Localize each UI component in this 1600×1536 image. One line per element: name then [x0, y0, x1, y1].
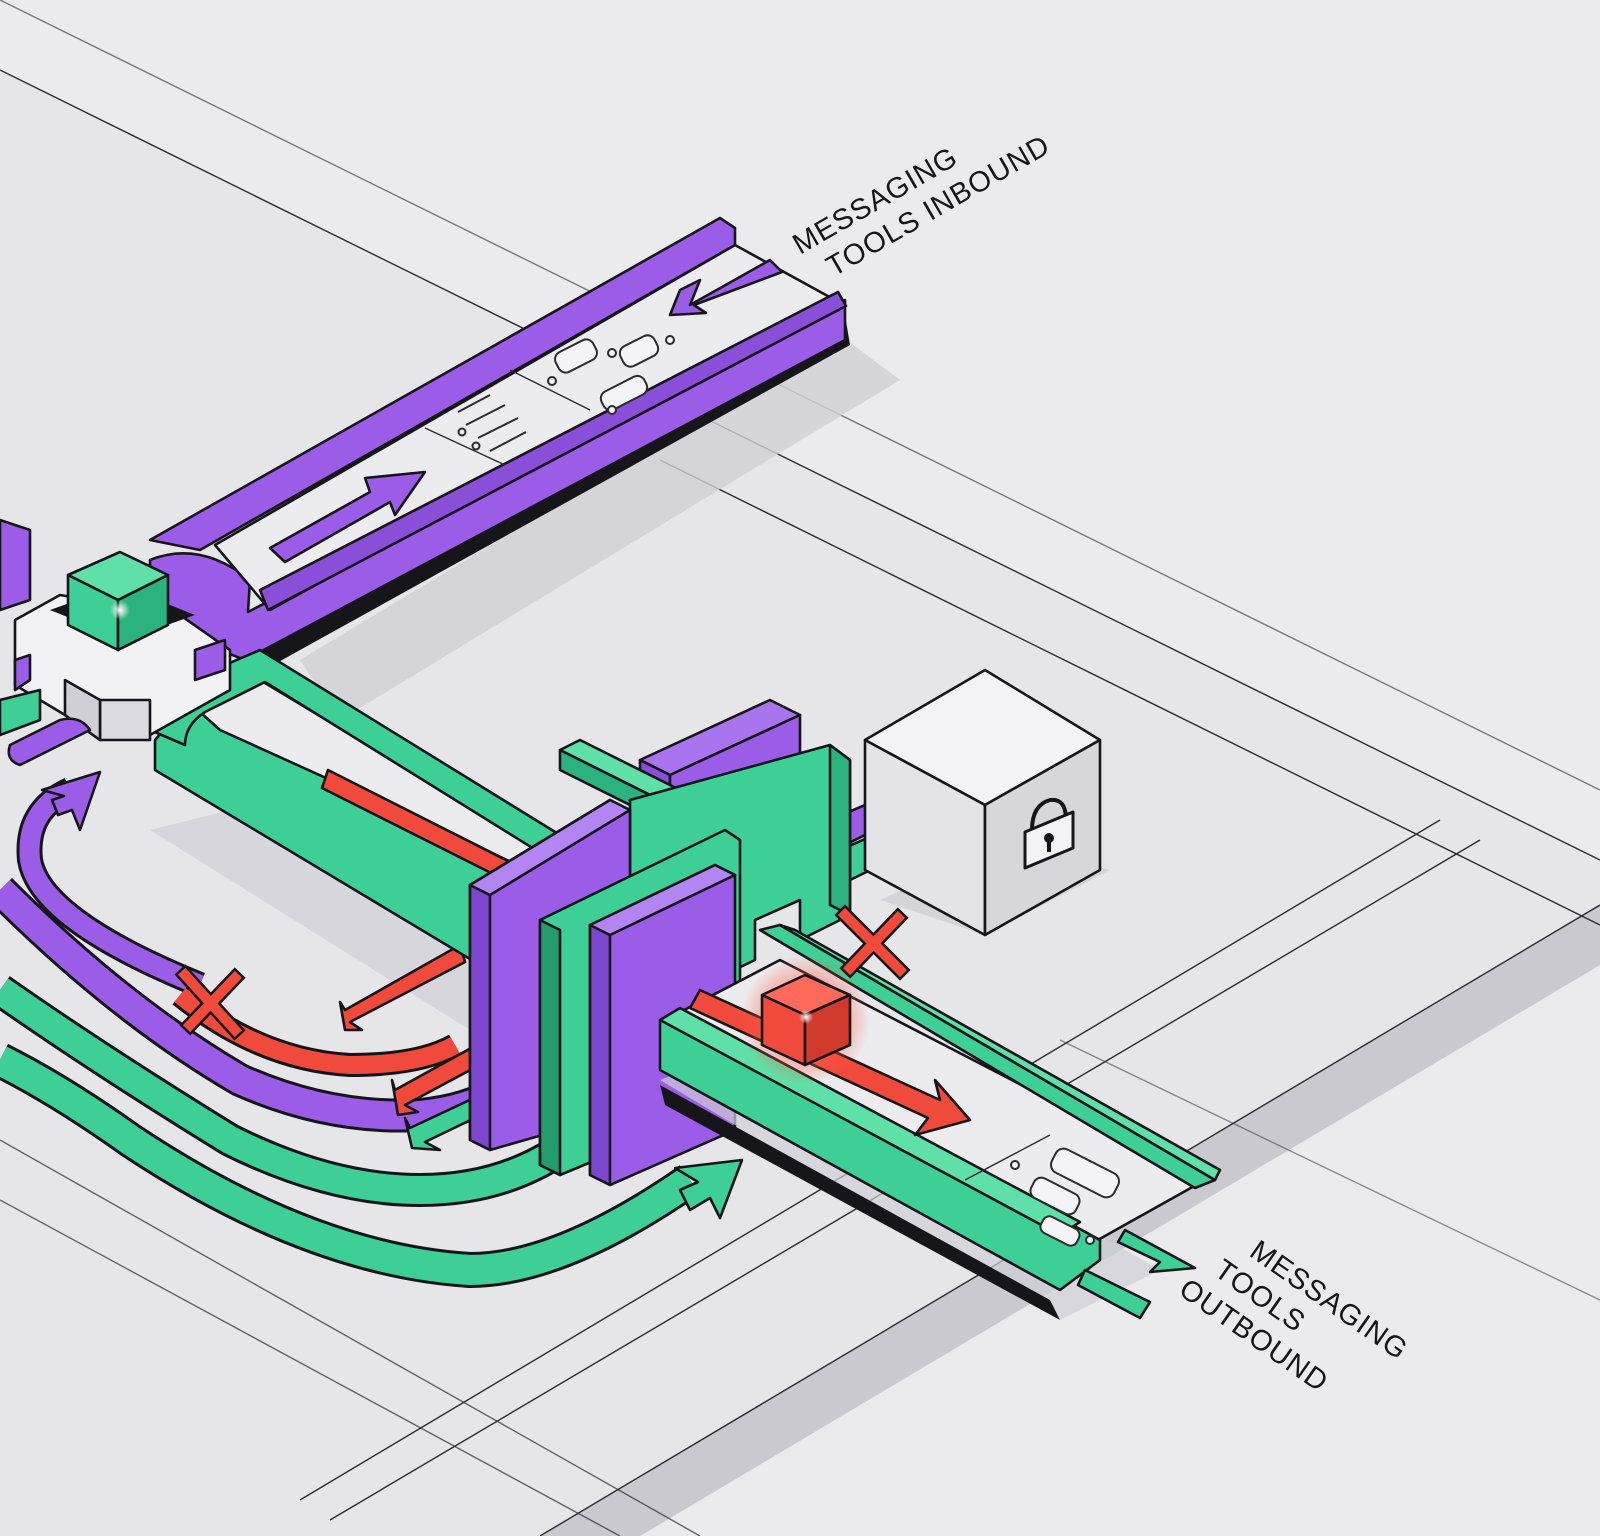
hub	[0, 518, 232, 767]
green-mid-pipe-fill	[0, 978, 568, 1205]
green-outer-pipe-fill	[0, 1046, 699, 1286]
outbound-channel-far-wall-top	[778, 923, 1222, 1182]
grid-line	[0, 1139, 701, 1536]
green-u-shadow	[150, 810, 560, 1030]
gate-green-plate-mid-edge	[538, 918, 562, 1177]
left-green-stub	[0, 688, 42, 737]
outbound-channel-base	[660, 1085, 1060, 1320]
grid-line	[0, 1199, 621, 1536]
outbound-arrow-icon	[1116, 1228, 1197, 1274]
purple-return-arrow-icon	[40, 770, 102, 832]
hub-connector-right	[193, 638, 227, 682]
gate	[468, 698, 934, 1187]
outbound-label: MESSAGING TOOLS OUTBOUND	[1173, 1235, 1413, 1399]
inbound-channel-upper-wall	[148, 216, 737, 552]
hub-left-face	[63, 678, 102, 742]
gate-purple-plate-front-edge	[588, 923, 612, 1187]
left-purple-stub	[0, 518, 32, 612]
outbound-arrow-lower-icon	[1076, 1268, 1152, 1320]
blocked-x-icon	[174, 964, 246, 1041]
inbound-arrow-icon	[268, 470, 427, 564]
blocked-x-icon	[834, 904, 911, 981]
inbound-label: MESSAGING TOOLS INBOUND	[788, 129, 1056, 283]
grid-line	[659, 459, 1600, 926]
message-bubble-icon	[547, 334, 675, 415]
message-bubble-icon	[1010, 1147, 1120, 1247]
red-cube-spark	[799, 1010, 813, 1024]
purple-return-pipe-fill	[19, 780, 204, 995]
inbound-channel-shadow	[300, 335, 900, 720]
grid-line	[0, 69, 1600, 861]
red-cube-right	[803, 993, 852, 1067]
left-purple-stub-2	[7, 717, 92, 767]
green-outer-arrow-icon	[673, 1158, 744, 1220]
grid-line	[1059, 1039, 1600, 1301]
lock-icon	[1023, 797, 1075, 870]
channel-divider	[964, 1134, 1051, 1181]
outbound-channel	[658, 904, 1222, 1320]
channel-divider	[509, 369, 591, 411]
hub-cube-glow	[110, 600, 130, 620]
inbound-channel	[148, 216, 900, 720]
hub-cube-right	[116, 573, 170, 652]
channel-divider	[424, 427, 506, 466]
hub-connector-left	[13, 653, 32, 692]
list-icon	[457, 394, 527, 452]
gate-purple-plate-left-edge	[468, 883, 492, 1152]
hub-front	[98, 698, 152, 742]
gate-purple-plate-top	[468, 798, 632, 897]
gate-purple-plate-front-top	[588, 863, 737, 937]
incoming-arrow-icon	[668, 258, 784, 317]
lock-box	[863, 668, 1110, 937]
gate-green-plate-edge	[828, 743, 852, 917]
